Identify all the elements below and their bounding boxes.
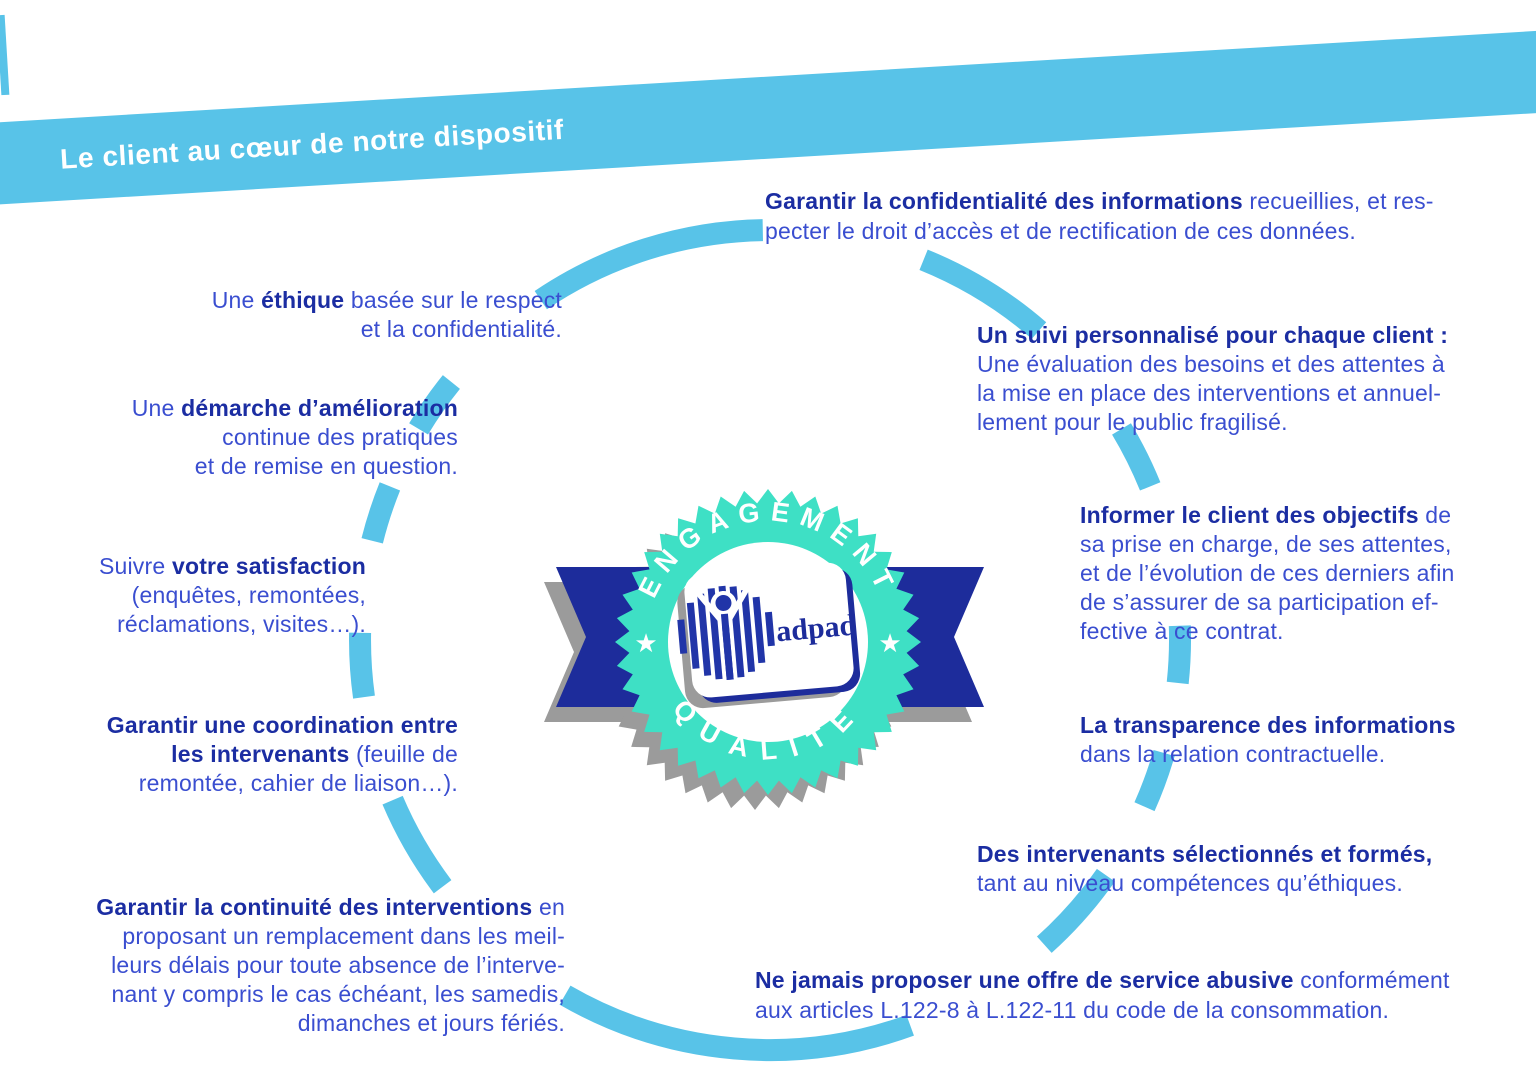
commitment-confidentialite: Garantir la confidentialité des informat… <box>765 186 1434 246</box>
commitment-intervenants-formes: Des intervenants sélectionnés et formés,… <box>977 840 1432 898</box>
commitment-suivi-personnalise: Un suivi personnalisé pour chaque client… <box>977 321 1448 437</box>
commitment-text: dans la relation contractuelle. <box>1080 741 1386 767</box>
arc-segment-top <box>534 219 763 310</box>
commitment-text: basée sur le respect <box>344 287 562 313</box>
page-title: Le client au cœur de notre dispositif <box>59 113 565 175</box>
commitment-text: sa prise en charge, de ses attentes, <box>1080 531 1452 557</box>
commitment-text-bold: Garantir la continuité des interventions <box>96 894 533 920</box>
commitment-text-bold: démarche d’amélioration <box>181 395 458 421</box>
commitment-text: dimanches et jours fériés. <box>297 1010 565 1036</box>
commitment-text: et la confidentialité. <box>360 316 562 342</box>
commitment-informer-objectifs: Informer le client des objectifs de sa pr… <box>1080 501 1455 646</box>
commitment-text: aux articles L.122-8 à L.122-11 du code … <box>755 997 1390 1023</box>
circle-arc-segments <box>349 219 1192 1062</box>
commitment-ethique: Une éthique basée sur le respect et la co… <box>212 286 562 344</box>
arc-segment-ne <box>919 249 1047 339</box>
commitment-transparence: La transparence des informations dans la … <box>1080 711 1456 769</box>
arc-segment-nw <box>409 375 461 435</box>
commitment-coordination: Garantir une coordination entre les inter… <box>107 711 458 798</box>
commitment-text-bold: Ne jamais proposer une offre de service … <box>755 967 1294 993</box>
commitment-text: de <box>1418 502 1452 528</box>
arc-segment-w2 <box>361 482 401 544</box>
commitment-text-bold: Un suivi personnalisé pour chaque client… <box>977 322 1449 348</box>
logo-card: adpad <box>677 562 861 709</box>
commitment-text-bold: Informer le client des objectifs <box>1080 502 1419 528</box>
commitment-text: pecter le droit d’accès et de rectificat… <box>765 218 1356 244</box>
arc-segment-w1 <box>349 632 375 699</box>
arc-segment-e2 <box>1166 625 1192 685</box>
commitment-text: leurs délais pour toute absence de l’int… <box>111 952 565 978</box>
arc-segment-e3 <box>1134 749 1175 812</box>
commitment-text: en <box>532 894 565 920</box>
commitment-text: remontée, cahier de liaison…). <box>138 770 458 796</box>
commitment-text: fective à ce contrat. <box>1080 618 1284 644</box>
commitment-text: proposant un remplacement dans les meil- <box>122 923 565 949</box>
commitment-text: recueillies, et res- <box>1242 188 1434 214</box>
commitment-text: Une <box>131 395 182 421</box>
commitment-text-bold: votre satisfaction <box>171 553 366 579</box>
arc-segment-se <box>1036 868 1115 953</box>
commitment-text-bold: éthique <box>261 287 345 313</box>
commitment-satisfaction: Suivre votre satisfaction (enquêtes, remo… <box>99 552 366 639</box>
arc-segment-sw <box>382 795 452 894</box>
commitment-text: tant au niveau compétences qu’éthiques. <box>977 870 1403 896</box>
commitment-text: de s’assurer de sa participation ef- <box>1080 589 1439 615</box>
commitment-text: (feuille de <box>349 741 458 767</box>
commitment-text: réclamations, visites…). <box>117 611 366 637</box>
commitment-text-bold: Garantir une coordination entre <box>106 712 458 738</box>
commitment-text: lement pour le public fragilisé. <box>977 409 1288 435</box>
commitment-text: Une évaluation des besoins et des attent… <box>977 351 1445 377</box>
commitment-text-bold: Des intervenants sélectionnés et formés, <box>977 841 1433 867</box>
commitment-text: la mise en place des interventions et an… <box>977 380 1442 406</box>
commitment-text-bold: Garantir la confidentialité des informat… <box>765 188 1243 214</box>
arc-segment-bottom <box>559 985 914 1062</box>
commitment-text-bold: La transparence des informations <box>1080 712 1456 738</box>
adpad-logo-text: adpad <box>775 609 858 649</box>
arc-segment-e1 <box>1111 423 1161 491</box>
commitment-demarche-amelioration: Une démarche d’amélioration continue des … <box>132 394 458 481</box>
commitment-text: et de remise en question. <box>194 453 458 479</box>
adpad-logo-icon <box>677 582 775 680</box>
commitment-text: (enquêtes, remontées, <box>131 582 366 608</box>
commitment-text: et de l’évolution de ces derniers afin <box>1080 560 1455 586</box>
commitment-text-bold: les intervenants <box>171 741 350 767</box>
commitment-offre-abusive: Ne jamais proposer une offre de service … <box>755 965 1450 1025</box>
badge-star-left-icon: ★ <box>634 628 657 658</box>
commitment-continuite: Garantir la continuité des interventions… <box>96 893 565 1038</box>
commitment-text: Une <box>211 287 262 313</box>
commitment-text: nant y compris le cas échéant, les samed… <box>111 981 565 1007</box>
commitment-text: continue des pratiques <box>222 424 458 450</box>
commitment-text: Suivre <box>98 553 172 579</box>
commitment-text: conformément <box>1293 967 1450 993</box>
badge-star-right-icon: ★ <box>878 628 901 658</box>
